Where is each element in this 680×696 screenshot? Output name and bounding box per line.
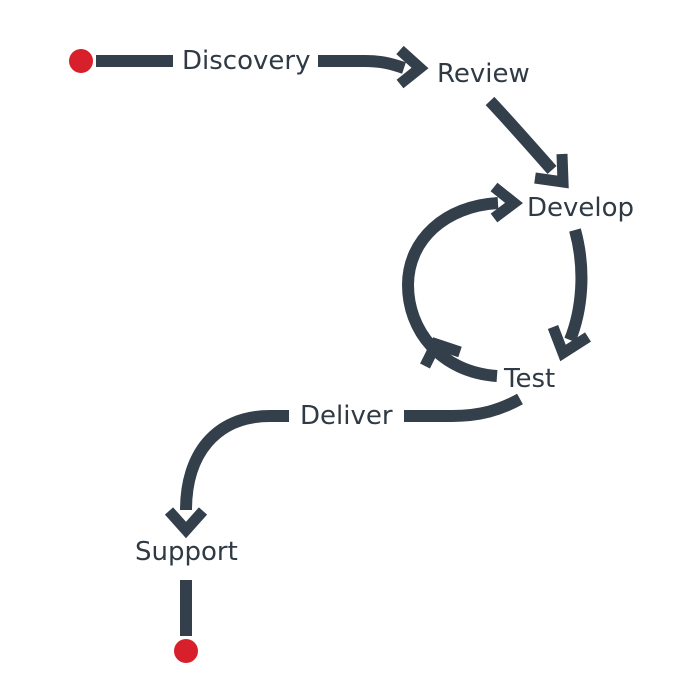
stage-label-test: Test <box>503 364 555 394</box>
stage-label-support: Support <box>135 537 238 567</box>
arrowhead-support <box>164 507 208 539</box>
stage-label-deliver: Deliver <box>300 401 393 431</box>
stage-label-review: Review <box>437 59 530 89</box>
arrowhead-develop <box>534 153 569 189</box>
arrow-develop-to-test <box>564 228 588 343</box>
arrowhead-loop-develop <box>490 182 523 223</box>
start-dot <box>69 49 93 73</box>
arrow-discovery-to-review <box>318 55 406 74</box>
arrowhead-loop-test <box>420 337 462 369</box>
arrowhead-test <box>547 325 591 362</box>
arrowhead-review <box>396 45 429 89</box>
stage-label-discovery: Discovery <box>182 46 310 76</box>
end-dot <box>174 639 198 663</box>
arrow-review-to-develop <box>485 96 557 174</box>
arrow-deliver-to-support <box>180 410 289 511</box>
stage-label-develop: Develop <box>527 193 634 223</box>
arrow-test-to-develop <box>401 197 499 382</box>
arrow-test-to-deliver <box>404 393 523 422</box>
